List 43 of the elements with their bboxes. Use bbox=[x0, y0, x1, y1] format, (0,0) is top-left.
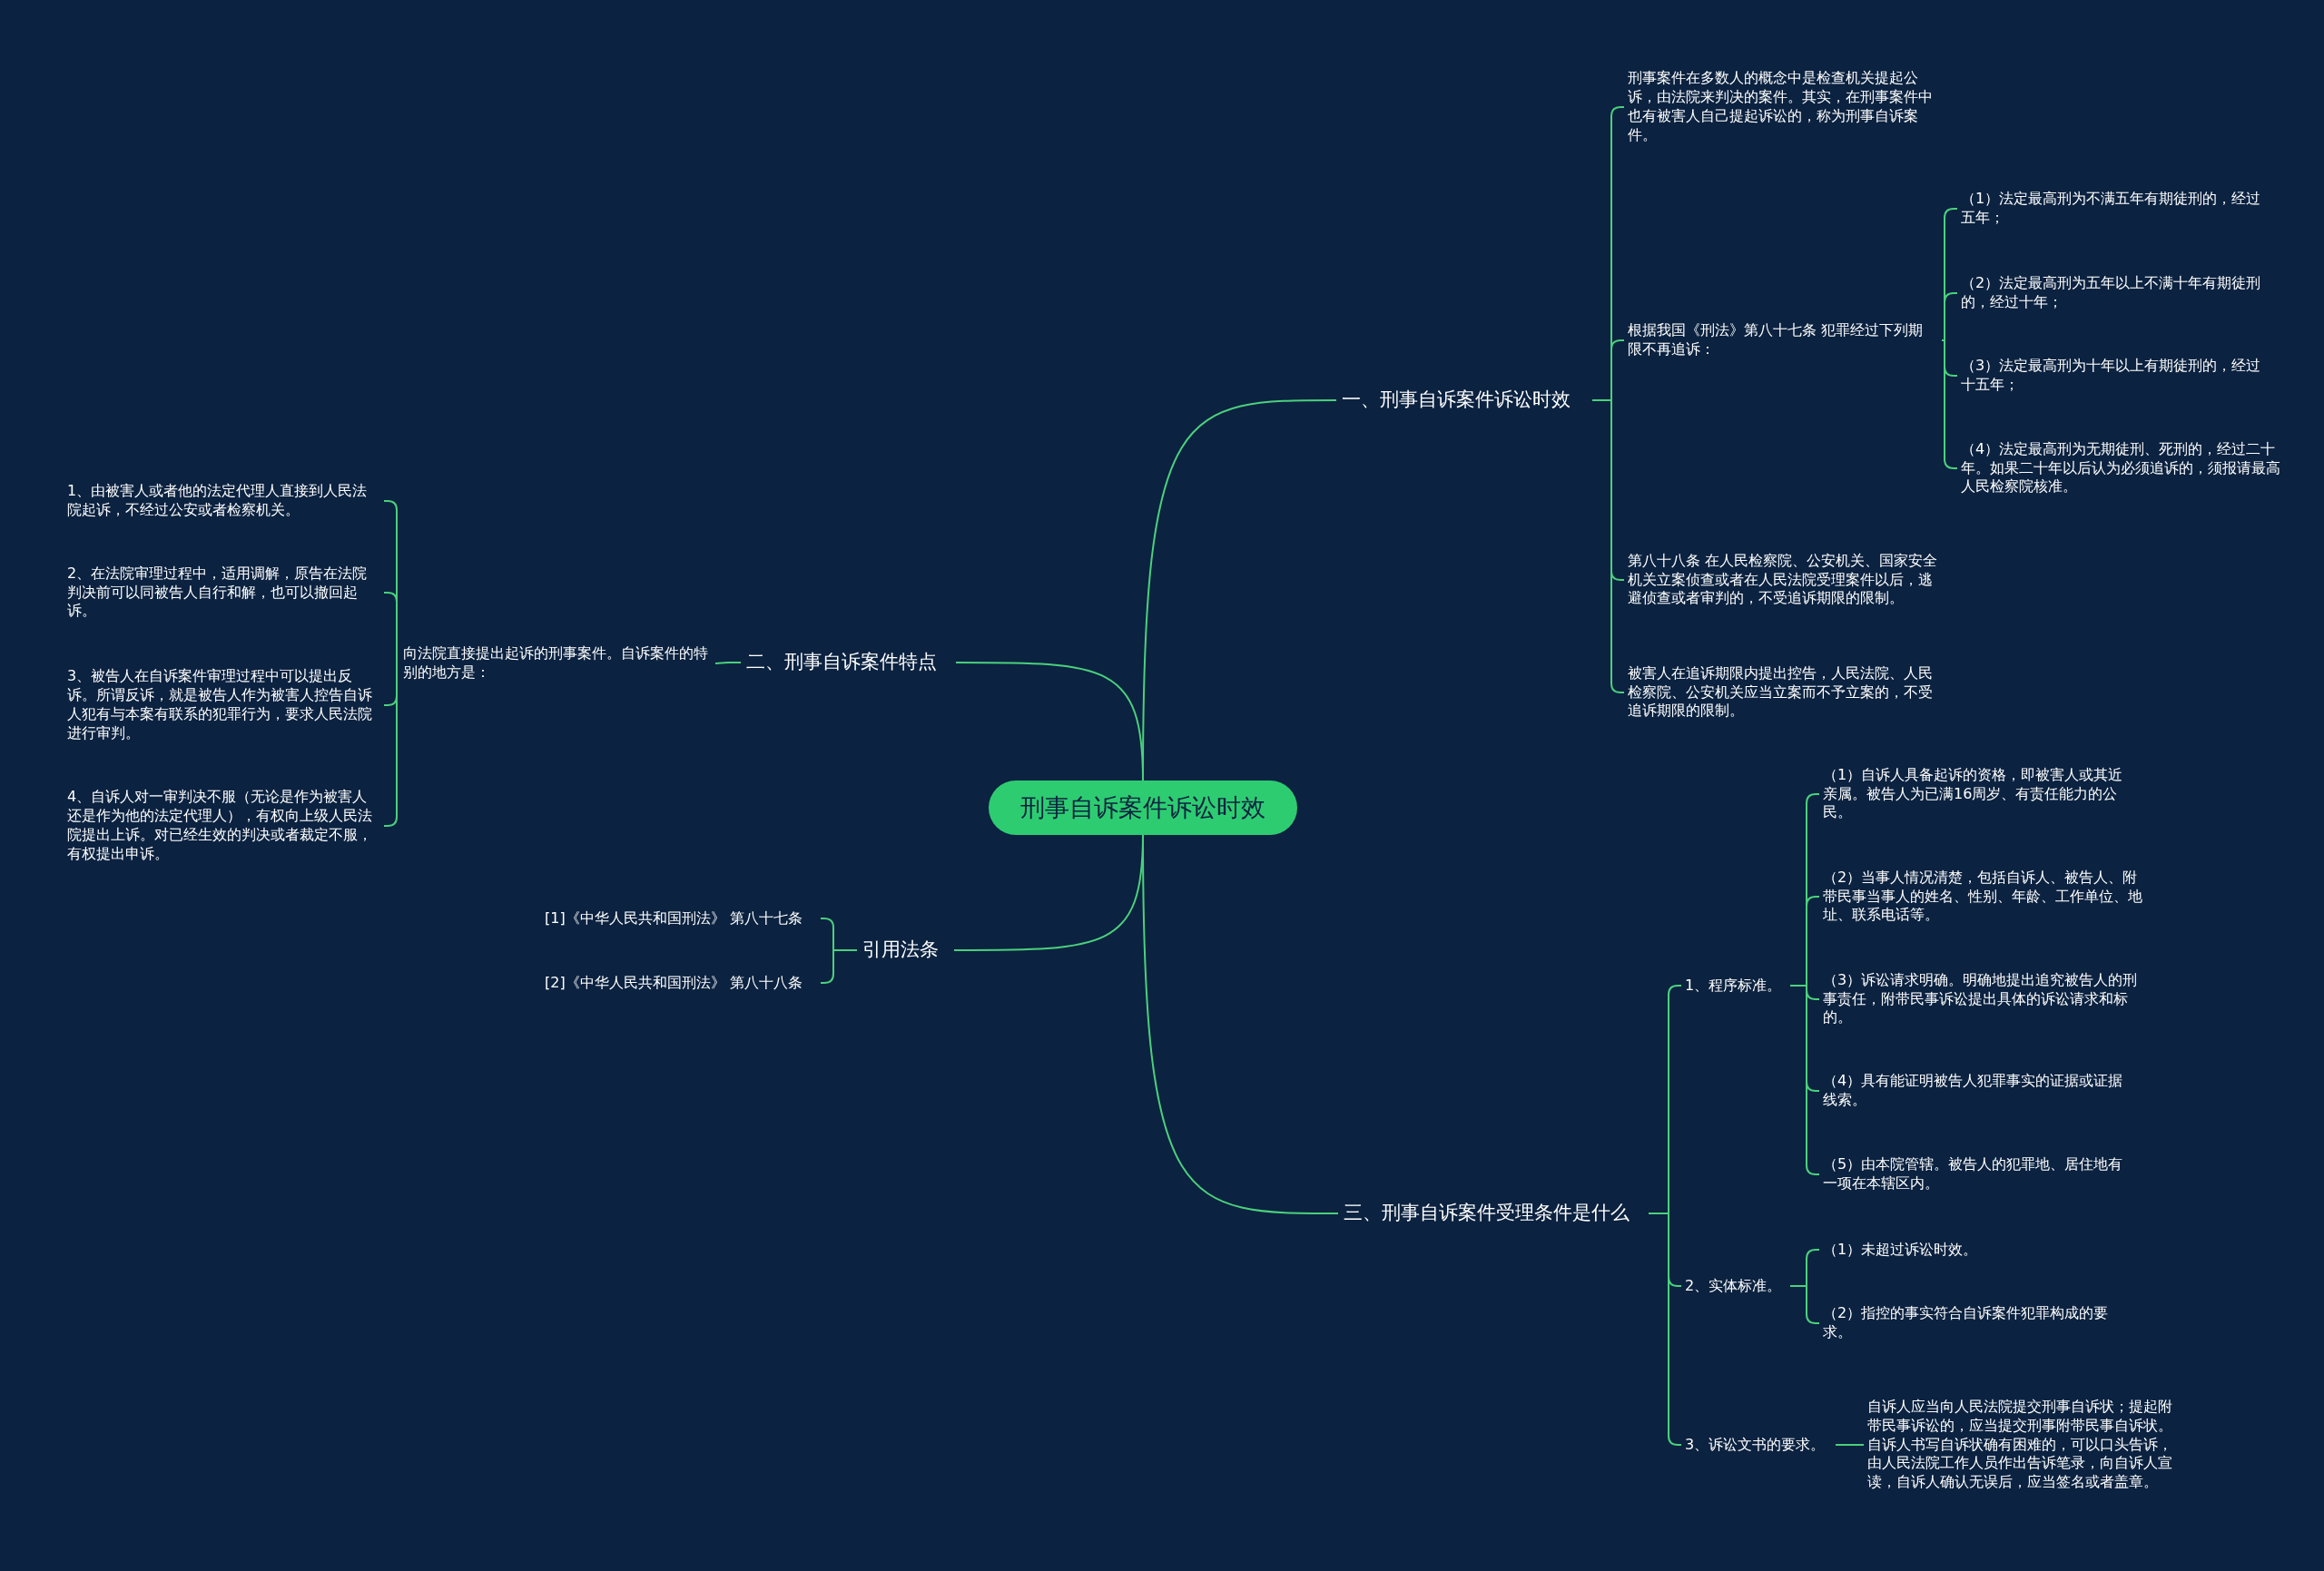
branch-topic: 引用法条 bbox=[862, 938, 949, 963]
subtopic-text: （1）自诉人具备起诉的资格，即被害人或其近亲属。被告人为已满16周岁、有责任能力的公民。 bbox=[1823, 765, 2136, 823]
subtopic-text: [2]《中华人民共和国刑法》 第八十八条 bbox=[545, 973, 817, 993]
connector-line bbox=[1941, 292, 1958, 341]
subtopic-text: 3、被告人在自诉案件审理过程中可以提出反诉。所谓反诉，就是被告人作为被害人控告自诉人犯有与本案有联系的犯罪行为，要求人民法院进行审判。 bbox=[67, 667, 380, 743]
connector-line bbox=[714, 662, 742, 664]
subtopic-text: 2、在法院审理过程中，适用调解，原告在法院判决前可以同被告人自行和解，也可以撤回起诉。 bbox=[67, 564, 380, 622]
subtopic-text: 4、自诉人对一审判决不服（无论是作为被害人还是作为他的法定代理人），有权向上级人民法院提出上诉。对已经生效的判决或者裁定不服，有权提出申诉。 bbox=[67, 788, 380, 864]
subtopic-text: 向法院直接提出起诉的刑事案件。自诉案件的特别的地方是： bbox=[403, 644, 712, 682]
connector-line bbox=[955, 662, 1144, 782]
subtopic-text: （1）未超过诉讼时效。 bbox=[1823, 1240, 2136, 1260]
subtopic-text: 被害人在追诉期限内提出控告，人民法院、人民检察院、公安机关应当立案而不予立案的，不受追诉期限的限制。 bbox=[1628, 663, 1941, 722]
connector-line bbox=[383, 592, 399, 664]
subtopic-text: 2、实体标准。 bbox=[1685, 1276, 1785, 1296]
connector-line bbox=[1789, 985, 1820, 1175]
branch-topic: 一、刑事自诉案件诉讼时效 bbox=[1342, 388, 1587, 413]
subtopic-text: 自诉人应当向人民法院提交刑事自诉状；提起附带民事诉讼的，应当提交刑事附带民事自诉状。自诉人书写自诉状确有困难的，可以口头告诉，由人民法院工作人员作出告诉笔录，向自诉人宣读，自诉人确认无误后，应当签名或者盖章。 bbox=[1867, 1398, 2181, 1492]
subtopic-text: （2）当事人情况清楚，包括自诉人、被告人、附带民事当事人的姓名、性别、年龄、工作单位、地址、联系电话等。 bbox=[1823, 868, 2150, 926]
subtopic-text: （4）法定最高刑为无期徒刑、死刑的，经过二十年。如果二十年以后认为必须追诉的，须报请最高人民检察院核准。 bbox=[1961, 439, 2283, 497]
subtopic-text: 1、程序标准。 bbox=[1685, 976, 1785, 996]
connector-line bbox=[1789, 1285, 1820, 1324]
subtopic-text: 第八十八条 在人民检察院、公安机关、国家安全机关立案侦查或者在人民法院受理案件以后，逃避侦查或者审判的，不受追诉期限的限制。 bbox=[1628, 551, 1941, 609]
subtopic-text: （5）由本院管辖。被告人的犯罪地、居住地有一项在本辖区内。 bbox=[1823, 1155, 2136, 1193]
branch-topic: 二、刑事自诉案件特点 bbox=[746, 650, 950, 675]
connector-line bbox=[1591, 399, 1625, 693]
subtopic-text: 3、诉讼文书的要求。 bbox=[1685, 1435, 1830, 1455]
subtopic-text: （2）法定最高刑为五年以上不满十年有期徒刑的，经过十年； bbox=[1961, 274, 2274, 312]
subtopic-text: （3）诉讼请求明确。明确地提出追究被告人的刑事责任，附带民事诉讼提出具体的诉讼请求和标的。 bbox=[1823, 970, 2150, 1028]
connector-line bbox=[1835, 1444, 1865, 1446]
subtopic-text: [1]《中华人民共和国刑法》 第八十七条 bbox=[545, 908, 817, 928]
connector-line bbox=[1648, 1213, 1682, 1446]
connector-line bbox=[383, 663, 399, 827]
subtopic-text: 根据我国《刑法》第八十七条 犯罪经过下列期限不再追诉： bbox=[1628, 321, 1936, 359]
subtopic-text: （2）指控的事实符合自诉案件犯罪构成的要求。 bbox=[1823, 1304, 2136, 1342]
subtopic-text: （1）法定最高刑为不满五年有期徒刑的，经过五年； bbox=[1961, 190, 2274, 228]
branch-topic: 三、刑事自诉案件受理条件是什么 bbox=[1344, 1201, 1643, 1226]
subtopic-text: 刑事案件在多数人的概念中是检查机关提起公诉，由法院来判决的案件。其实，在刑事案件中也有被害人自己提起诉讼的，称为刑事自诉案件。 bbox=[1628, 69, 1941, 145]
subtopic-text: （3）法定最高刑为十年以上有期徒刑的，经过十五年； bbox=[1961, 357, 2274, 395]
connector-line bbox=[1941, 339, 1958, 469]
subtopic-text: （4）具有能证明被告人犯罪事实的证据或证据线索。 bbox=[1823, 1072, 2136, 1110]
central-topic: 刑事自诉案件诉讼时效 bbox=[989, 781, 1297, 835]
connector-line bbox=[820, 949, 858, 984]
subtopic-text: 1、由被害人或者他的法定代理人直接到人民法院起诉，不经过公安或者检察机关。 bbox=[67, 482, 380, 520]
